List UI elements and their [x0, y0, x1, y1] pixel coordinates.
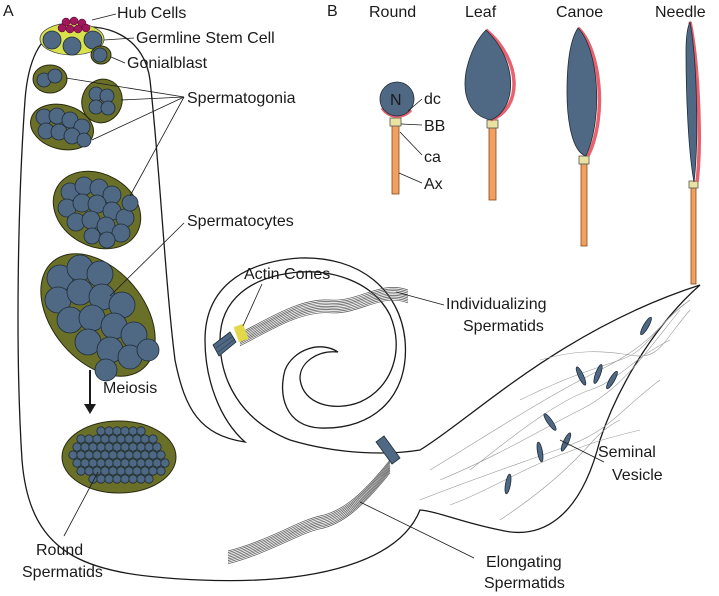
meiosis-arrow [84, 370, 96, 414]
stage-needle-label: Needle [655, 4, 706, 21]
hub-region [39, 16, 112, 65]
germline-stem-cell [62, 36, 82, 56]
spermatogonia-leaders [65, 77, 185, 197]
individualizing-label-2: Spermatids [463, 318, 544, 335]
ca-label: ca [424, 149, 441, 166]
spermatogonia-cyst-4 [81, 78, 123, 124]
spermatocyte-cyst [40, 253, 160, 382]
spermatogonia-cyst-2 [32, 64, 68, 94]
meiosis-label: Meiosis [103, 380, 157, 397]
seminal-vesicle-label-2: Vesicle [612, 467, 663, 484]
nucleus [379, 81, 415, 117]
needle-spermatid-diagram [685, 20, 701, 285]
hub-cells [57, 16, 91, 34]
round-spermatid-cyst [61, 420, 177, 494]
germline-stem-cell-label: Germline Stem Cell [136, 30, 275, 47]
panel-label-b: B [327, 3, 338, 20]
ax-label: Ax [424, 176, 443, 193]
spermatogonia-cyst-8 [30, 103, 94, 151]
stage-round-label: Round [369, 4, 416, 21]
gonialblast-label: Gonialblast [127, 55, 208, 72]
bb-label: BB [424, 118, 445, 135]
round-spermatids-label-2: Spermatids [22, 564, 103, 581]
individualizing-label-1: Individualizing [446, 296, 547, 313]
spermatogonia-cyst-16 [52, 170, 142, 250]
individualizing-spermatid-heads [212, 331, 237, 357]
round-spermatids-label-1: Round [36, 542, 83, 559]
round-spermatid-diagram: N [379, 81, 415, 195]
leaf-spermatid-diagram [464, 28, 516, 201]
testis-outline [17, 26, 701, 582]
dc-label: dc [424, 91, 441, 108]
canoe-spermatid-diagram [566, 26, 602, 247]
panel-label-a: A [3, 3, 14, 20]
spermatogonia-label: Spermatogonia [187, 90, 296, 107]
elongating-label-1: Elongating [486, 554, 562, 571]
seminal-vesicle-sperm [419, 299, 691, 521]
axoneme [391, 123, 400, 195]
actin-cones [233, 323, 249, 343]
actin-cones-label: Actin Cones [244, 266, 330, 283]
individualizing-spermatid-bundle [212, 287, 409, 357]
stage-leaf-label: Leaf [465, 4, 497, 21]
spermatocytes-label: Spermatocytes [187, 213, 294, 230]
elongating-spermatid-bundle [227, 435, 401, 565]
nucleus-label: N [390, 92, 402, 109]
hub-cells-label: Hub Cells [117, 5, 186, 22]
elongating-spermatid-heads [375, 435, 401, 465]
germline-stem-cell [42, 30, 62, 50]
stage-canoe-label: Canoe [556, 4, 603, 21]
gonialblast-cell [92, 47, 108, 63]
seminal-vesicle-label-1: Seminal [598, 444, 656, 461]
elongating-label-2: Spermatids [484, 575, 565, 592]
basal-body [389, 117, 402, 127]
